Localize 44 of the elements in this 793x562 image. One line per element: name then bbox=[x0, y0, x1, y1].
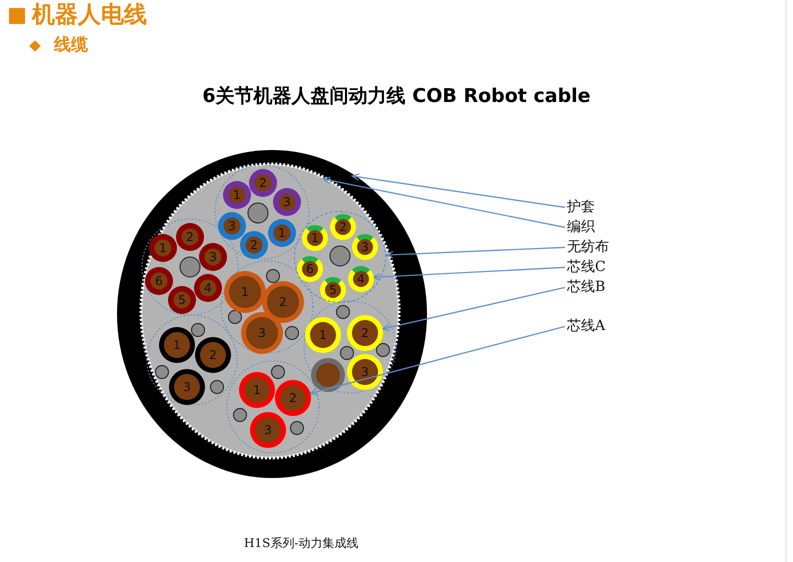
core-number: 5 bbox=[329, 284, 337, 296]
core-number: 3 bbox=[283, 196, 291, 208]
core-number: 6 bbox=[306, 263, 314, 275]
nonwoven-wrap bbox=[294, 211, 386, 303]
core-number: 1 bbox=[311, 232, 319, 244]
core-number: 3 bbox=[264, 424, 272, 436]
caption: H1S系列-动力集成线 bbox=[244, 537, 358, 549]
core-number: 2 bbox=[259, 177, 267, 189]
core-number: 1 bbox=[159, 242, 167, 254]
core-number: 2 bbox=[339, 221, 347, 233]
core-number: 3 bbox=[361, 241, 369, 253]
core-number: 3 bbox=[258, 327, 266, 339]
core-number: 5 bbox=[178, 294, 186, 306]
core-number: 3 bbox=[183, 381, 191, 393]
diagram-title: 6关节机器人盘间动力线 COB Robot cable bbox=[201, 87, 592, 106]
callout-label: 芯线C bbox=[567, 259, 606, 276]
core-number: 2 bbox=[279, 296, 287, 308]
callout-label: 芯线A bbox=[567, 318, 606, 335]
core-number: 1 bbox=[253, 384, 261, 396]
leader-line bbox=[322, 176, 566, 228]
leader-line bbox=[351, 173, 566, 208]
callout-label: 无纺布 bbox=[567, 239, 609, 256]
core-number: 3 bbox=[228, 220, 236, 232]
leader-line bbox=[382, 286, 566, 332]
leader-line bbox=[310, 326, 566, 396]
callout-label: 编织 bbox=[567, 219, 595, 236]
core-number: 2 bbox=[186, 231, 194, 243]
core-number: 6 bbox=[155, 275, 163, 287]
leader-line bbox=[385, 246, 566, 258]
leader-line bbox=[372, 266, 566, 281]
core-number: 3 bbox=[209, 251, 217, 263]
core-number: 1 bbox=[241, 286, 249, 298]
core-number: 1 bbox=[278, 227, 286, 239]
core-number: 3 bbox=[361, 366, 369, 378]
callout-label: 芯线B bbox=[567, 279, 606, 296]
core-number: 1 bbox=[233, 189, 241, 201]
core-number: 1 bbox=[319, 329, 327, 341]
core-number: 2 bbox=[250, 239, 258, 251]
core-number: 1 bbox=[173, 339, 181, 351]
section-heading: 机器人电线 bbox=[32, 4, 147, 27]
subsection-heading: 线缆 bbox=[54, 37, 88, 54]
callout-label: 护套 bbox=[567, 199, 595, 216]
core-number: 2 bbox=[209, 349, 217, 361]
core-number: 4 bbox=[204, 282, 212, 294]
